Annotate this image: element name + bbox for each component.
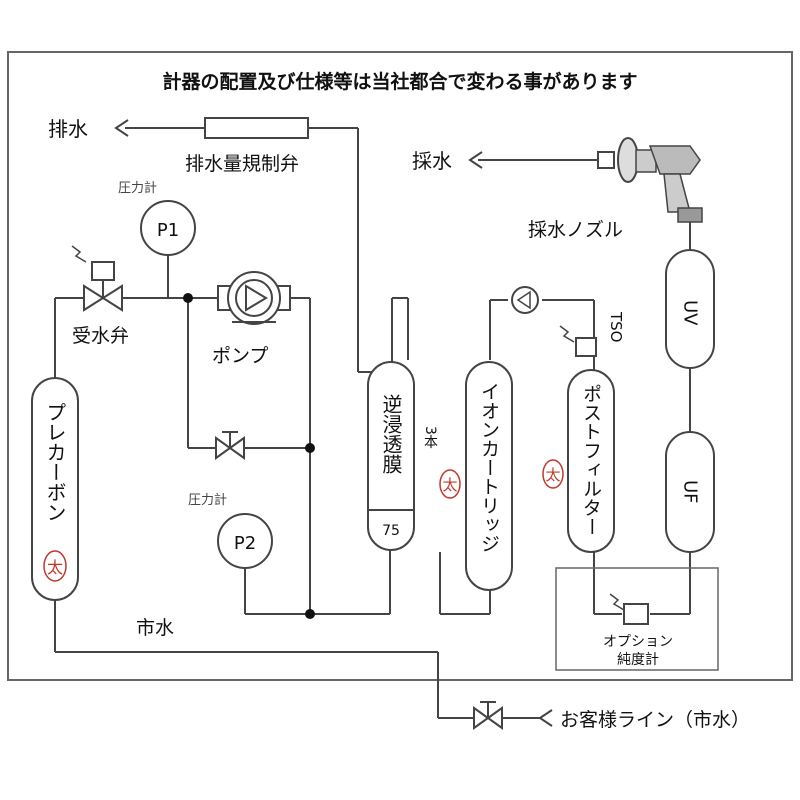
ro-label: 逆浸透膜 [379, 394, 403, 474]
bypass-valve-icon [215, 431, 245, 460]
customer-line-valve-icon [473, 701, 503, 730]
diagram-frame [7, 51, 793, 681]
precarbon-tag-ring [43, 550, 67, 582]
check-valve-icon [511, 286, 539, 314]
pump-icon [217, 271, 291, 325]
inlet-solenoid-valve-icon [71, 245, 123, 312]
sampling-label: 採水 [412, 149, 452, 173]
drain-valve-label: 排水量規制弁 [185, 153, 299, 175]
ion-tag-ring [439, 469, 461, 499]
sampling-arrow-icon [468, 151, 483, 169]
ion-tag: 太 [442, 476, 457, 494]
option-meter-box [555, 567, 719, 671]
notice-text: 計器の配置及び仕様等は当社都合で変わる事があります [162, 70, 637, 93]
inlet-valve-label: 受水弁 [72, 325, 129, 347]
drain-label: 排水 [48, 117, 88, 141]
tso-sensor-icon [559, 325, 597, 357]
p2-label: P2 [234, 533, 256, 554]
pressure-gauge-1-label: 圧力計 [118, 180, 157, 196]
p1-label: P1 [157, 220, 179, 241]
precarbon-tag: 太 [47, 558, 63, 577]
uf-vessel [665, 431, 715, 553]
sampling-nozzle-label: 採水ノズル [528, 219, 623, 241]
pressure-gauge-p2 [217, 513, 273, 569]
post-filter-vessel [567, 369, 615, 553]
drain-arrow-icon [114, 119, 129, 137]
precarbon-label: プレカーボン [43, 402, 67, 522]
ro-membrane-vessel [367, 361, 415, 551]
uf-label: UF [680, 480, 701, 504]
pressure-gauge-2-label: 圧力計 [188, 492, 227, 508]
purity-meter-icon [609, 593, 649, 625]
customer-arrow-icon [538, 709, 553, 727]
precarbon-vessel [31, 377, 79, 601]
customer-line-label: お客様ライン（市水） [560, 709, 750, 731]
uv-vessel [665, 249, 715, 369]
junction-dots [183, 293, 315, 619]
post-filter-label: ポストフィルター [580, 384, 602, 536]
sampling-nozzle-icon [597, 137, 703, 223]
ion-label: イオンカートリッジ [478, 382, 500, 553]
uv-label: UV [680, 300, 701, 326]
pump-label: ポンプ [212, 345, 268, 367]
post-tag-ring [542, 459, 564, 489]
pressure-gauge-p1 [140, 200, 196, 256]
drain-regulating-valve [204, 117, 309, 139]
option-meter-label-2: 純度計 [617, 652, 659, 668]
city-water-label: 市水 [136, 617, 174, 639]
pipes [54, 127, 691, 719]
ion-cartridge-vessel [465, 361, 513, 591]
tso-label: TSO [607, 311, 625, 343]
ro-number: 75 [382, 523, 400, 539]
post-tag: 太 [545, 466, 560, 484]
ion-count-label: 3本 [422, 426, 438, 449]
option-meter-label-1: オプション [603, 634, 673, 650]
